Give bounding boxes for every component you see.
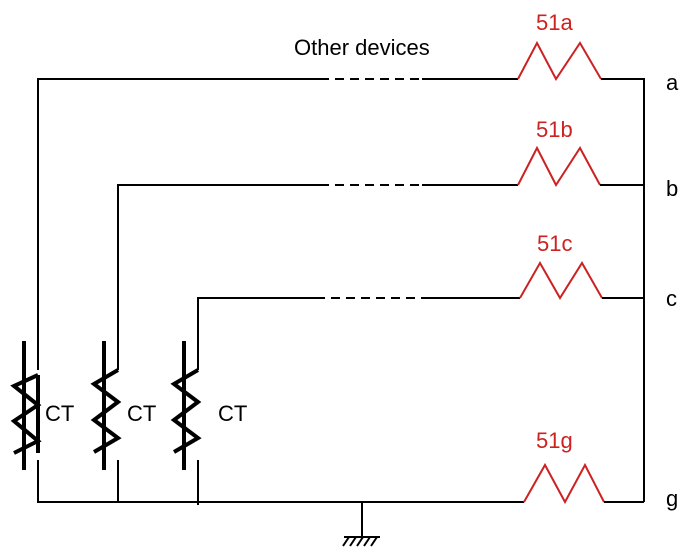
relay-51a-label: 51a: [536, 10, 573, 35]
phase-b-line: [117, 145, 644, 370]
relay-51g-coil: [523, 462, 605, 505]
neutral-line: [37, 460, 644, 505]
relay-51a-coil: [517, 40, 602, 81]
relay-51c-coil: [519, 260, 603, 300]
ground-icon: [342, 502, 380, 547]
terminal-b-label: b: [666, 176, 678, 201]
terminal-g-label: g: [666, 486, 678, 511]
other-devices-label: Other devices: [294, 35, 430, 60]
terminal-a-label: a: [666, 70, 679, 95]
ct-b-label: CT: [127, 401, 156, 426]
relay-51b-coil: [517, 145, 601, 187]
ct-b-icon: [90, 341, 122, 470]
ct-a-label: CT: [45, 401, 74, 426]
relay-51c-label: 51c: [537, 231, 572, 256]
ct-c-label: CT: [218, 401, 247, 426]
phase-a-line: [37, 40, 645, 502]
phase-c-line: [197, 260, 644, 370]
ct-c-icon: [170, 341, 202, 470]
terminal-c-label: c: [666, 286, 677, 311]
relay-51b-label: 51b: [536, 117, 573, 142]
relay-51g-label: 51g: [536, 428, 573, 453]
